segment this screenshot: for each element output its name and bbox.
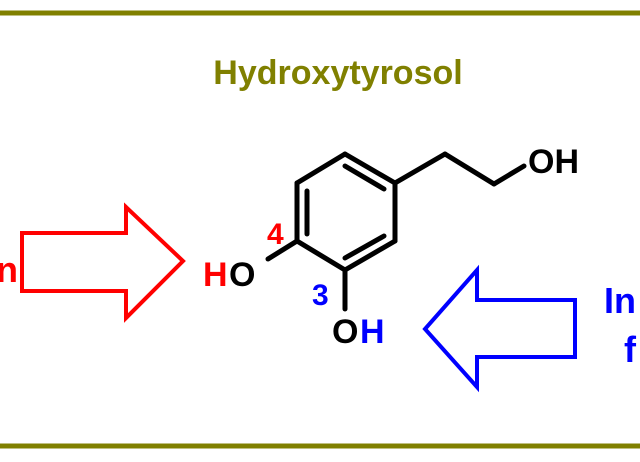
ring-bond-c3-c4 bbox=[294, 238, 348, 273]
right-arrow-label-line2: f bbox=[624, 329, 637, 370]
position-4-hydrogen: H bbox=[203, 256, 228, 294]
position-3-hydrogen: H bbox=[360, 313, 385, 351]
side-chain-bond-3 bbox=[491, 163, 527, 187]
ring-double-bond-inner-3 bbox=[342, 233, 387, 261]
right-arrow-label-line1: In bbox=[604, 280, 636, 321]
ring-bond-c5-c6 bbox=[294, 151, 348, 186]
side-chain-bond-1 bbox=[392, 151, 448, 186]
side-chain-oh-label: OH bbox=[528, 143, 579, 181]
ring-bond-c6-c1 bbox=[342, 151, 398, 186]
c4-oxygen-bond bbox=[265, 238, 300, 262]
figure-title: Hydroxytyrosol bbox=[213, 54, 462, 92]
position-4-oxygen: O bbox=[229, 256, 255, 294]
ring-double-bond-inner-2 bbox=[342, 163, 387, 192]
ring-bond-c2-c3 bbox=[342, 238, 398, 273]
right-arrow bbox=[422, 264, 577, 393]
side-chain-bond-2 bbox=[442, 151, 497, 187]
left-arrow bbox=[20, 202, 186, 323]
molecule-skeleton bbox=[265, 151, 527, 312]
left-arrow-label: n bbox=[0, 249, 18, 290]
position-3-oxygen: O bbox=[332, 313, 358, 351]
locant-4: 4 bbox=[267, 218, 284, 251]
locant-3: 3 bbox=[312, 279, 329, 312]
